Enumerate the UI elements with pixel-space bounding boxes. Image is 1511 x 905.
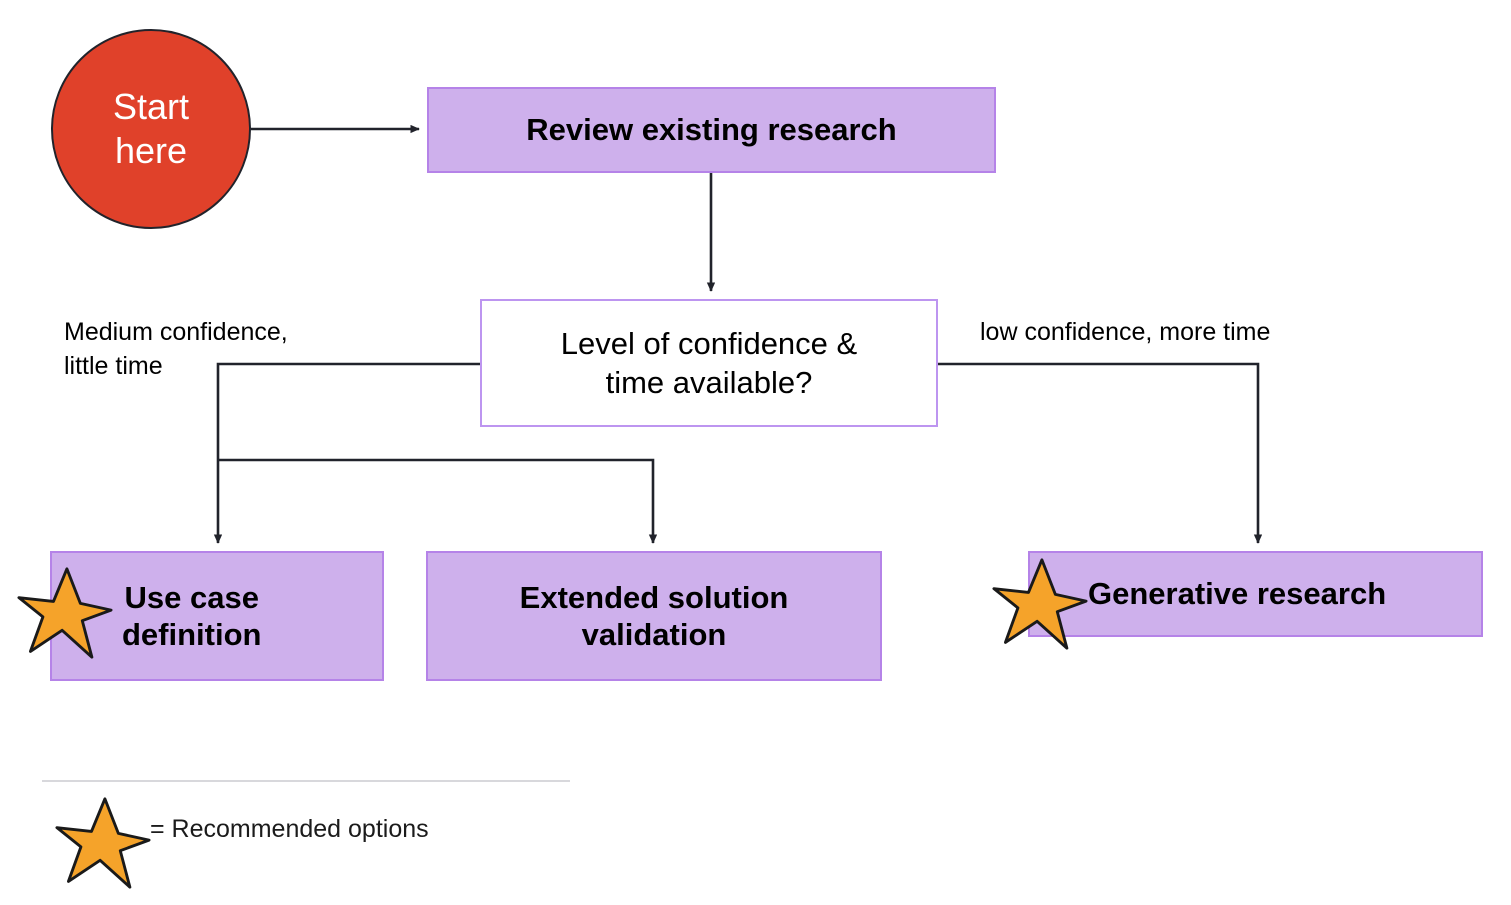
edge-label-low-confidence: low confidence, more time bbox=[980, 318, 1271, 346]
edge-decision-to-extended bbox=[218, 458, 658, 544]
node-use-case-definition[interactable]: Use case definition bbox=[50, 551, 384, 681]
legend-divider bbox=[42, 780, 570, 782]
start-node[interactable]: Start here bbox=[51, 29, 251, 229]
node-decision-confidence-time[interactable]: Level of confidence & time available? bbox=[480, 299, 938, 427]
node-review-existing-research[interactable]: Review existing research bbox=[427, 87, 996, 173]
edge-decision-to-generative bbox=[938, 362, 1263, 544]
edge-decision-to-use-case bbox=[213, 362, 480, 544]
legend-label: = Recommended options bbox=[150, 815, 429, 843]
node-generative-research[interactable]: Generative research bbox=[1028, 551, 1483, 637]
node-extended-solution-validation[interactable]: Extended solution validation bbox=[426, 551, 882, 681]
edge-label-medium-confidence: Medium confidence, little time bbox=[64, 318, 288, 380]
star-icon bbox=[55, 797, 151, 889]
